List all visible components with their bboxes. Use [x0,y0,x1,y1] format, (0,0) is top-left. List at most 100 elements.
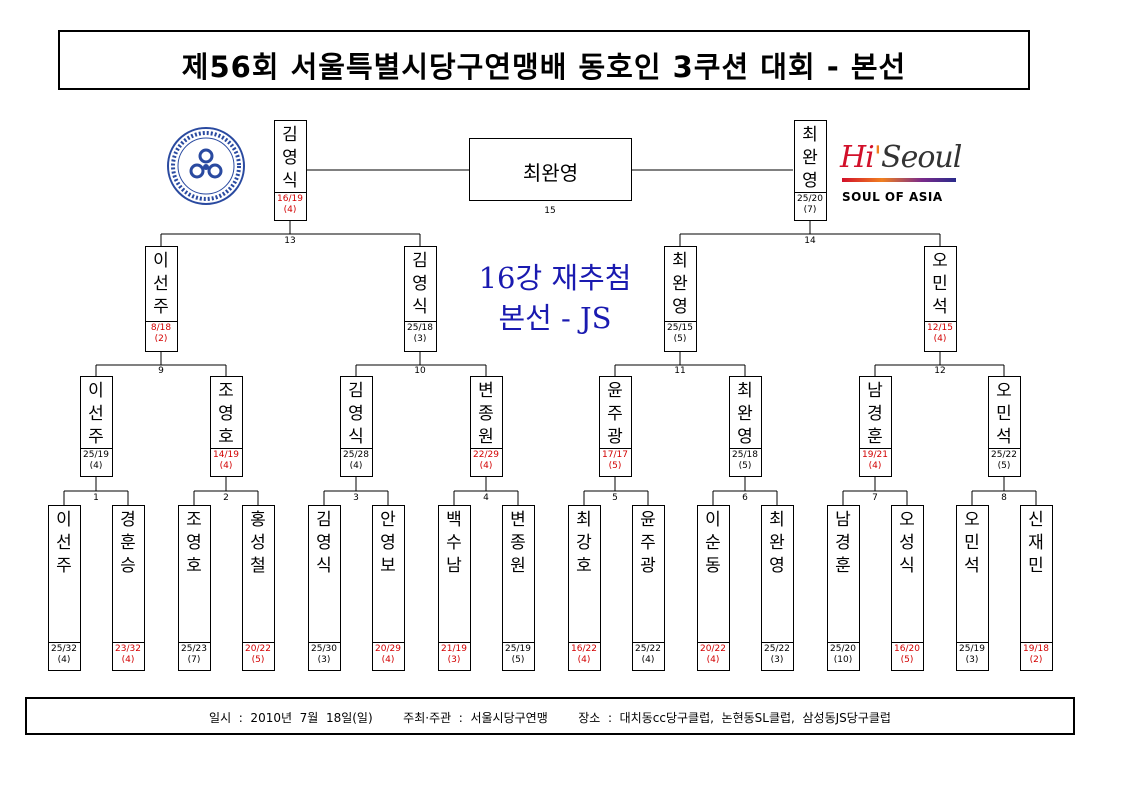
player-seed: (3) [317,655,331,665]
match-label-14: 14 [804,236,816,246]
player-name: 오 성 식 [899,510,915,576]
player-seed: (3) [447,655,461,665]
match-label-1: 1 [93,493,99,503]
player-box-round16-15: 오 민 석 25/19(3) [955,505,989,671]
hi-seoul-word: Seoul [881,140,962,175]
federation-emblem-logo [166,126,246,210]
player-name: 변 종 원 [510,510,526,576]
player-name: 오 민 석 [932,251,948,317]
player-name: 변 종 원 [478,381,494,447]
player-score: 22/29 [473,450,499,460]
player-score: 16/22 [571,644,597,654]
player-seed: (3) [413,334,427,344]
player-score: 16/19 [277,194,303,204]
player-name: 이 선 주 [88,381,104,447]
player-seed: (4) [381,655,395,665]
player-box-round8-4: 변 종 원 22/29(4) [469,376,503,477]
player-box-round16-7: 백 수 남 21/19(3) [437,505,471,671]
player-seed: (5) [608,461,622,471]
player-seed: (4) [121,655,135,665]
match-label-11: 11 [674,366,686,376]
player-seed: (4) [479,461,493,471]
player-score: 25/15 [667,323,693,333]
player-name: 이 선 주 [56,510,72,576]
player-name: 오 민 석 [964,510,980,576]
player-seed: (4) [868,461,882,471]
match-label-6: 6 [742,493,748,503]
match-label-3: 3 [353,493,359,503]
match-label-9: 9 [158,366,164,376]
match-label-12: 12 [934,366,946,376]
hi-seoul-tagline: SOUL OF ASIA [842,190,943,204]
player-name: 이 선 주 [153,251,169,317]
player-name: 최 완 영 [802,125,818,191]
page-title: 제56회 서울특별시당구연맹배 동호인 3쿠션 대회 - 본선 [181,50,907,84]
player-score: 17/17 [602,450,628,460]
player-score: 25/19 [83,450,109,460]
champion-name: 최완영 [522,161,579,185]
footer-date: 일시 : 2010년 7월 18일(일) [209,711,373,725]
player-seed: (5) [997,461,1011,471]
player-name: 홍 성 철 [250,510,266,576]
match-label-2: 2 [223,493,229,503]
player-seed: (5) [738,461,752,471]
match-label-7: 7 [872,493,878,503]
match-label-8: 8 [1001,493,1007,503]
footer-host: 주최·주관 : 서울시당구연맹 [403,711,548,725]
player-name: 윤 주 광 [640,510,656,576]
player-score: 25/20 [797,194,823,204]
hi-seoul-logo: Hi'Seoul SOUL OF ASIA [840,140,962,204]
player-seed: (10) [833,655,853,665]
match-label-13: 13 [284,236,296,246]
player-seed: (7) [803,205,817,215]
player-score: 25/30 [311,644,337,654]
player-box-semi-2: 최 완 영 25/20(7) [793,120,827,221]
player-name: 김 영 식 [348,381,364,447]
player-box-round8-1: 이 선 주 25/19(4) [79,376,113,477]
player-name: 백 수 남 [446,510,462,576]
player-score: 25/22 [764,644,790,654]
player-name: 경 훈 승 [120,510,136,576]
player-seed: (2) [154,334,168,344]
match-label-4: 4 [483,493,489,503]
player-name: 최 완 영 [737,381,753,447]
player-box-quarter-2: 김 영 식 25/18(3) [403,246,437,352]
player-name: 신 재 민 [1028,510,1044,576]
player-score: 20/22 [700,644,726,654]
player-score: 21/19 [441,644,467,654]
player-name: 김 영 식 [412,251,428,317]
player-seed: (3) [965,655,979,665]
player-score: 25/23 [181,644,207,654]
redraw-note-line1: 16강 재추첨 [478,261,632,295]
player-score: 12/15 [927,323,953,333]
player-name: 김 영 식 [282,125,298,191]
player-score: 25/18 [407,323,433,333]
player-name: 최 완 영 [672,251,688,317]
footer-venue: 장소 : 대치동cc당구클럽, 논현동SL클럽, 삼성동JS당구클럽 [578,711,891,725]
player-seed: (4) [89,461,103,471]
player-seed: (2) [1029,655,1043,665]
match-label-10: 10 [414,366,426,376]
player-seed: (4) [349,461,363,471]
player-score: 25/22 [991,450,1017,460]
player-score: 25/19 [959,644,985,654]
redraw-note: 16강 재추첨 본선 - JS [455,258,655,338]
